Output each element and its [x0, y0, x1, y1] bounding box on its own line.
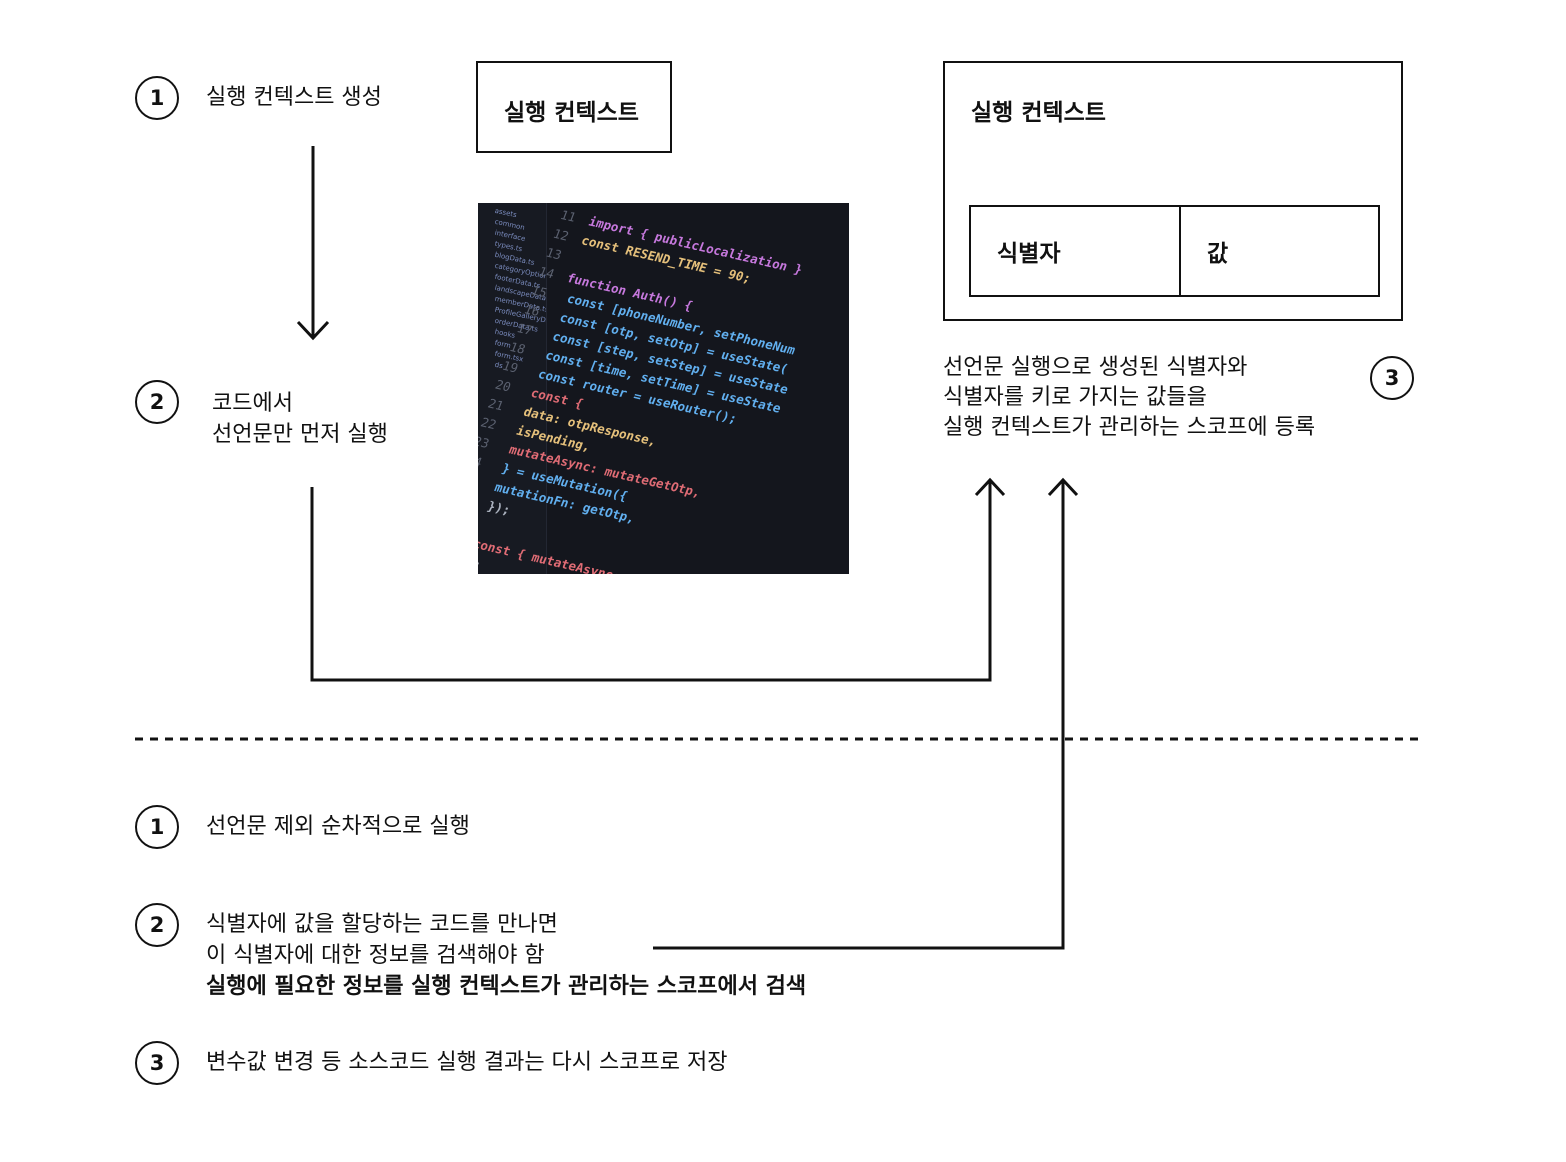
execution-context-title: 실행 컨텍스트 — [504, 100, 639, 126]
declaration-arrow-head — [974, 477, 1006, 497]
step-1-label: 실행 컨텍스트 생성 — [206, 85, 382, 110]
identifier-cell: 식별자 — [969, 205, 1181, 297]
step-3-label-line2: 식별자를 키로 가지는 값들을 — [943, 385, 1207, 410]
step-3-label-line1: 선언문 실행으로 생성된 식별자와 — [943, 355, 1248, 380]
bottom-step-1-number-circle: 1 — [135, 805, 179, 849]
bottom-step-2-label-line2: 이 식별자에 대한 정보를 검색해야 함 — [206, 943, 545, 968]
code-text: ); — [478, 554, 484, 573]
execution-context-box-small: 실행 컨텍스트 — [476, 61, 672, 153]
lookup-to-scope-arrow — [653, 482, 1065, 950]
code-text: }); — [478, 496, 513, 518]
bottom-step-1-label: 선언문 제외 순차적으로 실행 — [206, 814, 470, 839]
step-2-label-line2: 선언문만 먼저 실행 — [212, 422, 388, 447]
bottom-step-3-label: 변수값 변경 등 소스코드 실행 결과는 다시 스코프로 저장 — [206, 1050, 728, 1075]
code-text — [572, 251, 577, 265]
bottom-step-2-number-circle: 2 — [135, 903, 179, 947]
step-2-number-circle: 2 — [135, 380, 179, 424]
execution-context-title: 실행 컨텍스트 — [971, 100, 1106, 126]
step-2-label-line1: 코드에서 — [212, 391, 293, 416]
lookup-arrow-head — [1047, 477, 1079, 497]
execution-context-box-large: 실행 컨텍스트 식별자 값 — [943, 61, 1403, 321]
step-3-number-circle: 3 — [1370, 356, 1414, 400]
declaration-to-scope-arrow — [310, 482, 992, 682]
step-1-number-circle: 1 — [135, 76, 179, 120]
value-cell: 값 — [1179, 205, 1380, 297]
step-3-label-line3: 실행 컨텍스트가 관리하는 스코프에 등록 — [943, 415, 1316, 440]
bottom-step-2-label-line3: 실행에 필요한 정보를 실행 컨텍스트가 관리하는 스코프에서 검색 — [206, 974, 807, 999]
down-arrow-head — [296, 320, 330, 341]
bottom-step-3-number-circle: 3 — [135, 1041, 179, 1085]
bottom-step-2-label-line1: 식별자에 값을 할당하는 코드를 만나면 — [206, 912, 558, 937]
